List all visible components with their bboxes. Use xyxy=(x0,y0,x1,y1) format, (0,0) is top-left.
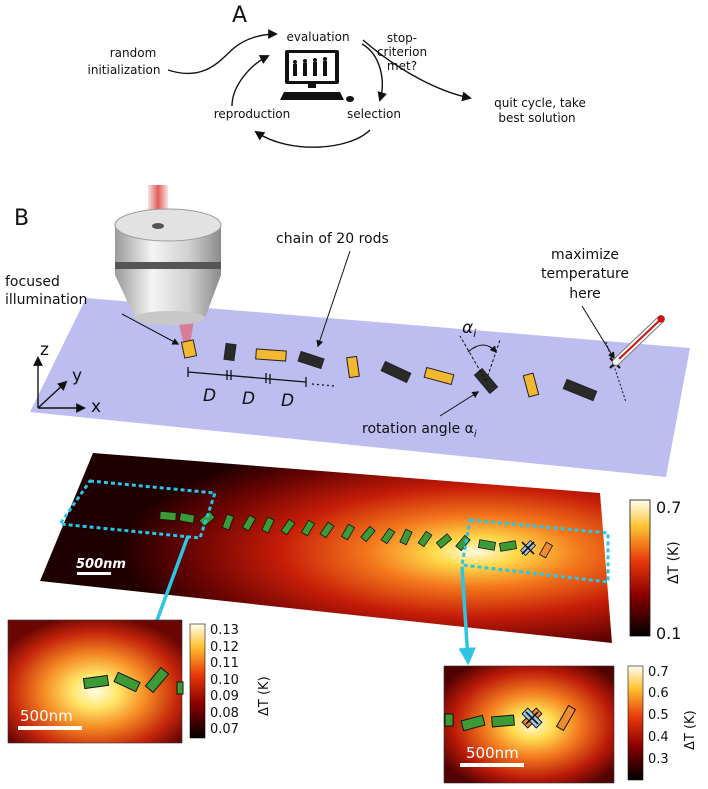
maximize-label-3: here xyxy=(569,286,601,302)
random-init-label-2: initialization xyxy=(88,63,161,77)
computer-icon xyxy=(280,50,354,102)
svg-text:0.6: 0.6 xyxy=(648,686,669,701)
panel-b-label: B xyxy=(14,206,29,231)
svg-text:0.11: 0.11 xyxy=(210,656,239,671)
axis-y-label: y xyxy=(72,366,82,386)
inset-left-colorbar xyxy=(189,623,206,739)
rod-5 xyxy=(346,355,360,379)
panel-a-label: A xyxy=(232,3,247,28)
inset-right-colorbar xyxy=(627,665,644,781)
rotation-angle-label: rotation angle αi xyxy=(362,421,477,440)
angle-ref-line xyxy=(459,335,487,382)
eval-to-selection-arrow xyxy=(361,43,387,102)
evaluation-label: evaluation xyxy=(286,30,349,44)
heat-target-cross-icon xyxy=(521,541,535,555)
inset-right-scale-label: 500nm xyxy=(466,744,519,762)
reproduction-label: reproduction xyxy=(214,107,291,121)
selection-to-reproduction-arrow xyxy=(254,129,371,148)
main-colorbar-max: 0.7 xyxy=(656,498,681,517)
angle-arc xyxy=(467,344,497,354)
spacing-label-2: D xyxy=(242,389,255,409)
rod-chain xyxy=(180,339,598,402)
stop-criterion-label-2: criterion xyxy=(377,45,427,59)
zoom-arrow-left xyxy=(148,535,190,639)
inset-right-colorbar-ticks: 0.7 0.6 0.5 0.4 0.3 xyxy=(648,665,669,767)
rod-6 xyxy=(380,360,412,384)
spacing-label-1: D xyxy=(203,386,216,406)
xyz-axes xyxy=(33,356,86,413)
inset-left-scale-label: 500nm xyxy=(20,707,73,725)
focused-arrow xyxy=(121,313,180,345)
rotation-arrow xyxy=(439,391,480,417)
eval-to-quit-arrow xyxy=(362,39,472,102)
init-to-eval-arrow xyxy=(167,29,278,75)
maximize-label-2: temperature xyxy=(541,266,629,282)
chain-arrow xyxy=(316,250,351,348)
thermometer-icon xyxy=(612,315,665,366)
svg-text:0.5: 0.5 xyxy=(648,708,669,723)
rod-2 xyxy=(223,342,237,362)
spacing-label-3: D xyxy=(281,391,294,411)
rod-3 xyxy=(255,348,287,362)
inset-right-scale-bar xyxy=(460,763,524,767)
svg-text:0.07: 0.07 xyxy=(210,722,239,737)
svg-text:0.3: 0.3 xyxy=(648,752,669,767)
maximize-arrow xyxy=(581,305,615,360)
laser-beam-focus xyxy=(178,320,194,345)
rod-4 xyxy=(297,350,325,370)
axis-x-label: x xyxy=(91,397,101,417)
inset-right-colorbar-label: ΔT (K) xyxy=(683,710,698,750)
main-colorbar-min: 0.1 xyxy=(656,624,681,643)
random-init-label: random xyxy=(110,46,157,60)
main-scale-bar xyxy=(77,572,111,575)
zoom-box-left xyxy=(57,479,218,540)
quit-cycle-label-2: best solution xyxy=(498,111,575,125)
stop-criterion-label-3: met? xyxy=(387,59,417,73)
selection-label: selection xyxy=(347,107,401,121)
svg-text:0.7: 0.7 xyxy=(648,665,669,680)
sample-plane xyxy=(30,298,690,477)
quit-cycle-label: quit cycle, take xyxy=(494,96,586,110)
inset-left-colorbar-ticks: 0.13 0.12 0.11 0.10 0.09 0.08 0.07 xyxy=(210,623,239,737)
svg-text:0.12: 0.12 xyxy=(210,640,239,655)
stop-criterion-label: stop- xyxy=(387,31,417,45)
chain-label: chain of 20 rods xyxy=(276,231,389,247)
inset-left-colorbar-label: ΔT (K) xyxy=(257,676,272,716)
zoom-arrow-right xyxy=(458,566,476,666)
main-colorbar xyxy=(629,499,651,637)
rod-10 xyxy=(562,378,598,402)
main-scale-label: 500nm xyxy=(76,557,126,572)
focused-illumination-label-2: illumination xyxy=(5,292,87,308)
rod-9 xyxy=(522,372,540,398)
heat-map-main xyxy=(40,453,612,643)
rod-1 xyxy=(180,339,198,359)
alpha-label: αi xyxy=(462,318,476,340)
objective-lens-icon xyxy=(114,208,222,325)
svg-text:0.13: 0.13 xyxy=(210,623,239,638)
svg-text:0.4: 0.4 xyxy=(648,730,669,745)
zoom-box-right xyxy=(460,518,610,584)
inset-right-target-cross-icon xyxy=(525,711,539,725)
inset-left-rods xyxy=(82,666,184,695)
focused-illumination-label: focused xyxy=(5,274,60,290)
svg-text:0.09: 0.09 xyxy=(210,689,239,704)
angle-rod-line xyxy=(485,339,501,382)
main-colorbar-label: ΔT (K) xyxy=(666,541,682,584)
reproduction-to-eval-arrow xyxy=(231,55,270,107)
rod-7 xyxy=(423,366,455,386)
spacing-scale xyxy=(187,367,335,387)
inset-left-scale-bar xyxy=(18,726,82,730)
target-dashed-line xyxy=(605,341,627,403)
svg-text:0.08: 0.08 xyxy=(210,706,239,721)
axis-z-label: z xyxy=(40,340,49,360)
maximize-label: maximize xyxy=(551,247,619,263)
svg-text:0.10: 0.10 xyxy=(210,673,239,688)
